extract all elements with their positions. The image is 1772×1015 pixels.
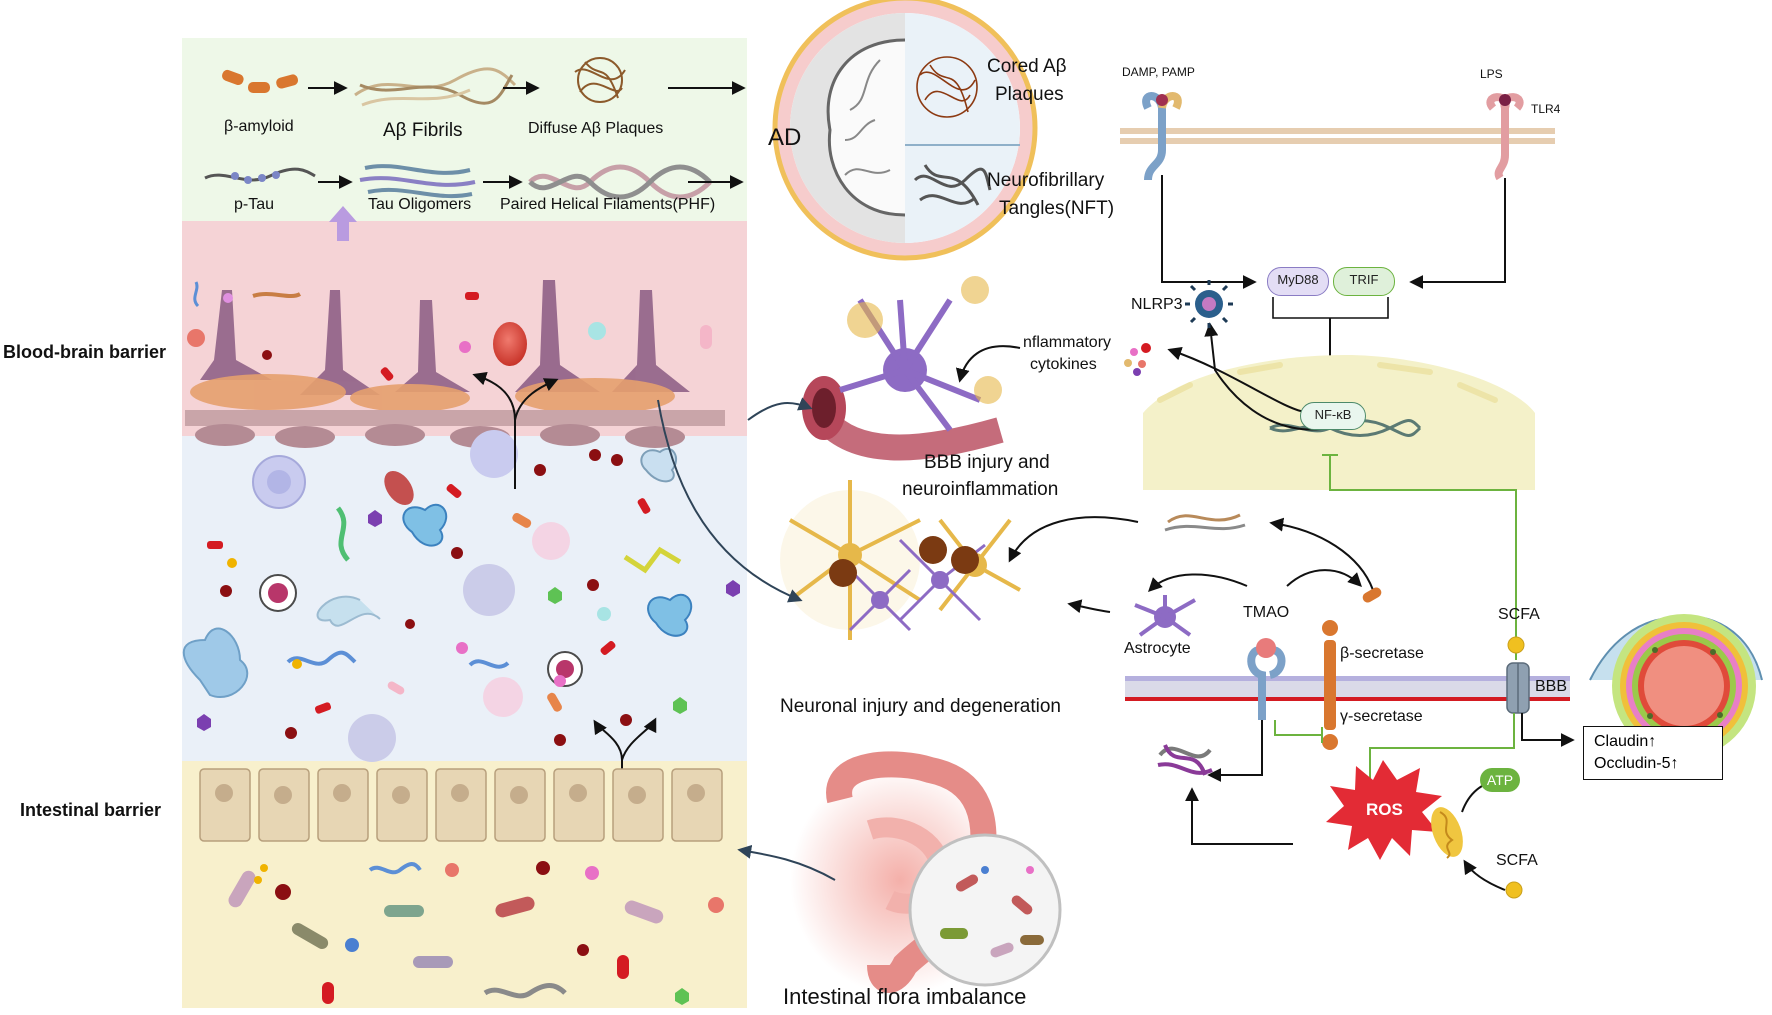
damp-pamp-label: DAMP, PAMP (1122, 65, 1195, 79)
gut-art (790, 751, 1062, 995)
bbb-channel (1506, 662, 1530, 714)
tmao-receptor (1247, 638, 1286, 720)
diffuse-plaques-label: Diffuse Aβ Plaques (528, 120, 664, 137)
gamma-secretase-label: γ-secretase (1340, 708, 1423, 725)
nlrp3-label: NLRP3 (1131, 296, 1183, 313)
astrocyte-label: Astrocyte (1124, 640, 1191, 657)
bbb-membrane-top (1125, 676, 1570, 681)
flora-imbalance-label: Intestinal flora imbalance (783, 984, 1027, 1009)
bbb-particles (187, 281, 712, 381)
p-tau-chain (204, 167, 316, 184)
receptor-tlr4 (1486, 93, 1524, 181)
claudin-occludin-box: Claudin↑ Occludin-5↑ (1583, 726, 1723, 780)
gut-nuclei (215, 784, 705, 804)
mitochondrion (1431, 807, 1463, 859)
lavender-up-arrow (329, 206, 357, 241)
gut-epithelium (199, 768, 723, 842)
brain-circle (772, 0, 1038, 261)
abeta-small (1362, 587, 1382, 603)
scfa-dot-bottom (1505, 881, 1523, 899)
tmao-label: TMAO (1243, 604, 1290, 621)
tangle-icon (1157, 744, 1213, 776)
diffuse-plaque (574, 57, 626, 103)
protein-band (182, 38, 747, 221)
membrane-top (1120, 128, 1555, 144)
nlrp3-icon (1185, 280, 1233, 328)
bbb-section-label: Blood-brain barrier (3, 342, 167, 362)
beta-amyloid-label: β-amyloid (224, 118, 294, 135)
astrocyte-small (1134, 595, 1196, 637)
bbb-endfeet (200, 280, 690, 395)
neuronal-injury-label: Neuronal injury and degeneration (780, 696, 1061, 717)
occludin-label: Occludin-5↑ (1594, 755, 1679, 772)
bbb-label: BBB (1535, 678, 1568, 695)
abeta-fibrils (354, 67, 517, 107)
atp-pill: ATP (1480, 768, 1520, 792)
bbb-injury-label-2: neuroinflammation (902, 479, 1059, 500)
nfkb-pill: NF-κB (1300, 402, 1366, 430)
secretase (1322, 620, 1338, 750)
lps-label: LPS (1480, 67, 1503, 81)
phf-helix (528, 164, 712, 200)
cytokines-label-1: nflammatory (1023, 334, 1112, 351)
ros-label: ROS (1366, 800, 1403, 819)
blood-cells (182, 430, 740, 762)
ros-star (1326, 760, 1442, 860)
ad-label: AD (768, 124, 802, 151)
neurons-art (780, 480, 1021, 640)
myd88-pill: MyD88 (1267, 267, 1329, 296)
scfa-bottom-label: SCFA (1496, 852, 1538, 869)
cored-plaques-label-1: Cored Aβ (987, 56, 1067, 77)
bbb-injury-label-1: BBB injury and (924, 452, 1050, 473)
tau-oligomers-label: Tau Oligomers (368, 196, 472, 213)
neuroinflammation-art (802, 276, 1004, 461)
cytokines-label-2: cytokines (1030, 356, 1097, 373)
vessel-cross-section (1589, 614, 1763, 758)
scfa-dot-top (1507, 636, 1525, 654)
fibrils-small (1164, 513, 1246, 532)
p-tau-label: p-Tau (234, 196, 275, 213)
phf-label: Paired Helical Filaments(PHF) (500, 196, 716, 213)
bbb-membrane-mid (1125, 681, 1570, 699)
beta-secretase-label: β-secretase (1340, 645, 1424, 662)
abeta-fibrils-label: Aβ Fibrils (383, 120, 463, 141)
bbb-basement (185, 410, 725, 426)
cored-plaques-label-2: Plaques (995, 84, 1064, 105)
gut-microbes (228, 861, 724, 1005)
trif-pill: TRIF (1333, 267, 1395, 296)
claudin-label: Claudin↑ (1594, 733, 1657, 750)
intestinal-section-label: Intestinal barrier (20, 800, 162, 820)
cytokine-dots (1124, 343, 1151, 376)
tau-oligomers (359, 164, 476, 199)
nft-label-1: Neurofibrillary (987, 170, 1105, 191)
scfa-top-label: SCFA (1498, 606, 1540, 623)
tlr4-label: TLR4 (1531, 102, 1561, 116)
bbb-membrane-bot (1125, 697, 1570, 701)
beta-amyloid-rods (222, 69, 299, 93)
receptor-damp (1142, 92, 1182, 181)
nft-label-2: Tangles(NFT) (999, 198, 1115, 219)
